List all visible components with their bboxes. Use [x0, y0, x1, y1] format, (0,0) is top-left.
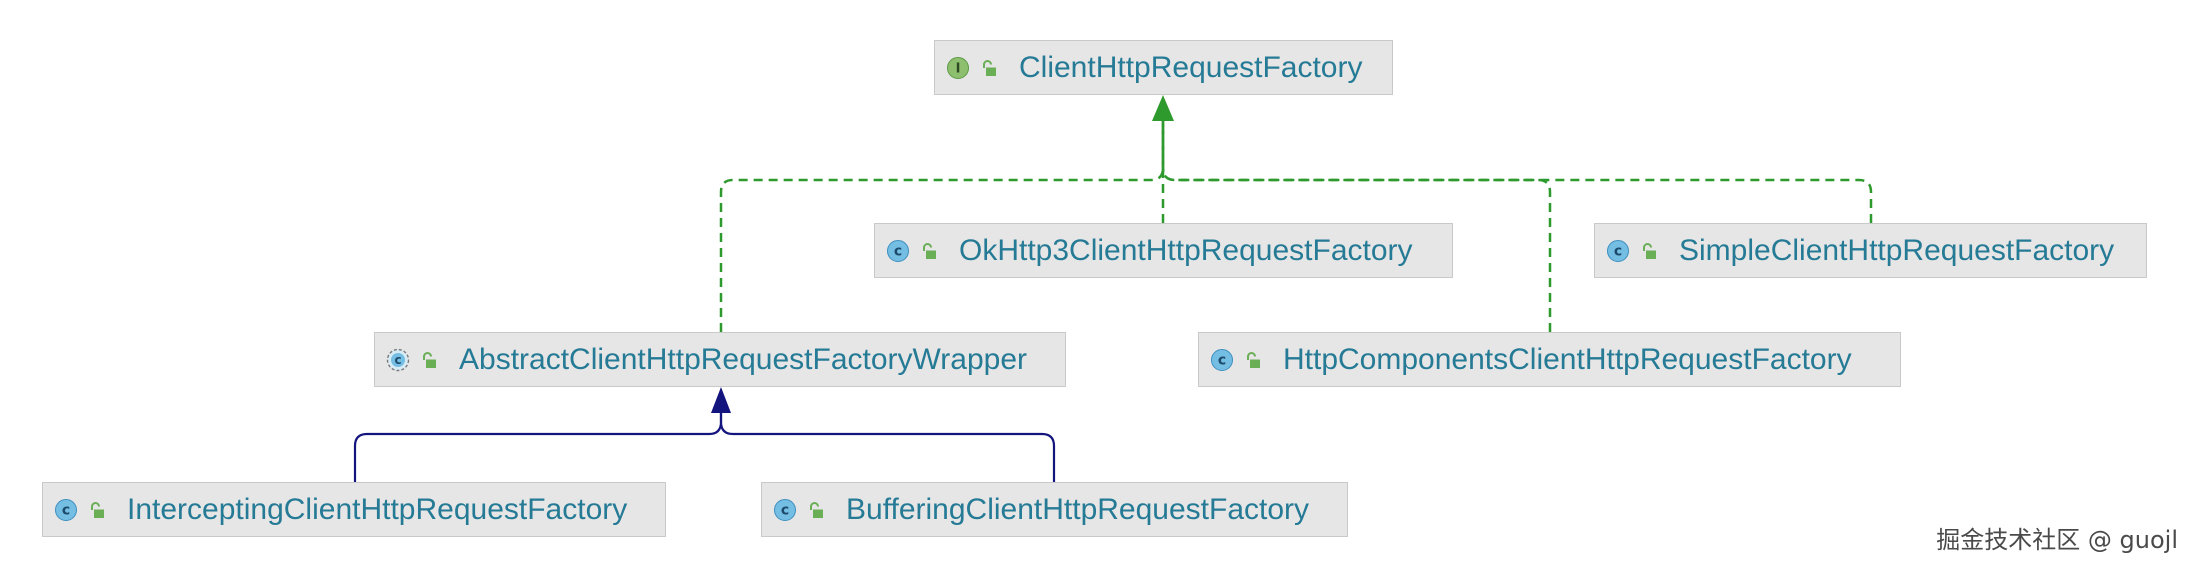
node-abstract-client-http-request-factory-wrapper[interactable]: c AbstractClientHttpRequestFactoryWrappe…: [374, 332, 1066, 387]
class-icon: c: [1211, 349, 1233, 371]
svg-text:c: c: [1218, 353, 1226, 369]
svg-text:c: c: [781, 503, 789, 519]
implements-arrowhead: [1152, 95, 1174, 121]
lock-icon: [923, 243, 936, 259]
lock-icon: [1643, 243, 1656, 259]
class-icon: c: [774, 499, 796, 521]
class-icon: c: [55, 499, 77, 521]
node-okhttp3-client-http-request-factory[interactable]: c OkHttp3ClientHttpRequestFactory: [874, 223, 1453, 278]
node-label: BufferingClientHttpRequestFactory: [846, 493, 1310, 526]
node-label: InterceptingClientHttpRequestFactory: [127, 493, 628, 526]
node-label: AbstractClientHttpRequestFactoryWrapper: [459, 343, 1028, 376]
class-icon: c: [887, 240, 909, 262]
lock-icon: [423, 352, 436, 368]
svg-text:c: c: [1614, 244, 1622, 260]
svg-text:c: c: [894, 244, 902, 260]
node-simple-client-http-request-factory[interactable]: c SimpleClientHttpRequestFactory: [1594, 223, 2147, 278]
extends-edge-intercepting: [353, 413, 723, 482]
lock-icon: [983, 60, 996, 76]
node-buffering-client-http-request-factory[interactable]: c BufferingClientHttpRequestFactory: [761, 482, 1348, 537]
svg-text:I: I: [956, 62, 961, 77]
lock-icon: [1247, 352, 1260, 368]
class-icon: c: [1607, 240, 1629, 262]
node-client-http-request-factory[interactable]: I ClientHttpRequestFactory: [934, 40, 1393, 95]
extends-arrowhead: [711, 387, 731, 413]
node-label: HttpComponentsClientHttpRequestFactory: [1283, 343, 1852, 376]
abstract-class-icon: c: [386, 348, 410, 372]
implements-edge-simple: [1161, 121, 1873, 223]
lock-icon: [810, 502, 823, 518]
extends-edge-buffering: [719, 413, 1056, 482]
node-label: SimpleClientHttpRequestFactory: [1679, 234, 2115, 267]
watermark: 掘金技术社区 @ guojl: [1936, 526, 2178, 554]
interface-icon: I: [947, 57, 969, 79]
svg-text:c: c: [394, 353, 401, 367]
node-label: OkHttp3ClientHttpRequestFactory: [959, 234, 1413, 267]
svg-text:c: c: [62, 503, 70, 519]
node-label: ClientHttpRequestFactory: [1019, 51, 1363, 84]
lock-icon: [91, 502, 104, 518]
node-http-components-client-http-request-factory[interactable]: c HttpComponentsClientHttpRequestFactory: [1198, 332, 1901, 387]
node-intercepting-client-http-request-factory[interactable]: c InterceptingClientHttpRequestFactory: [42, 482, 666, 537]
